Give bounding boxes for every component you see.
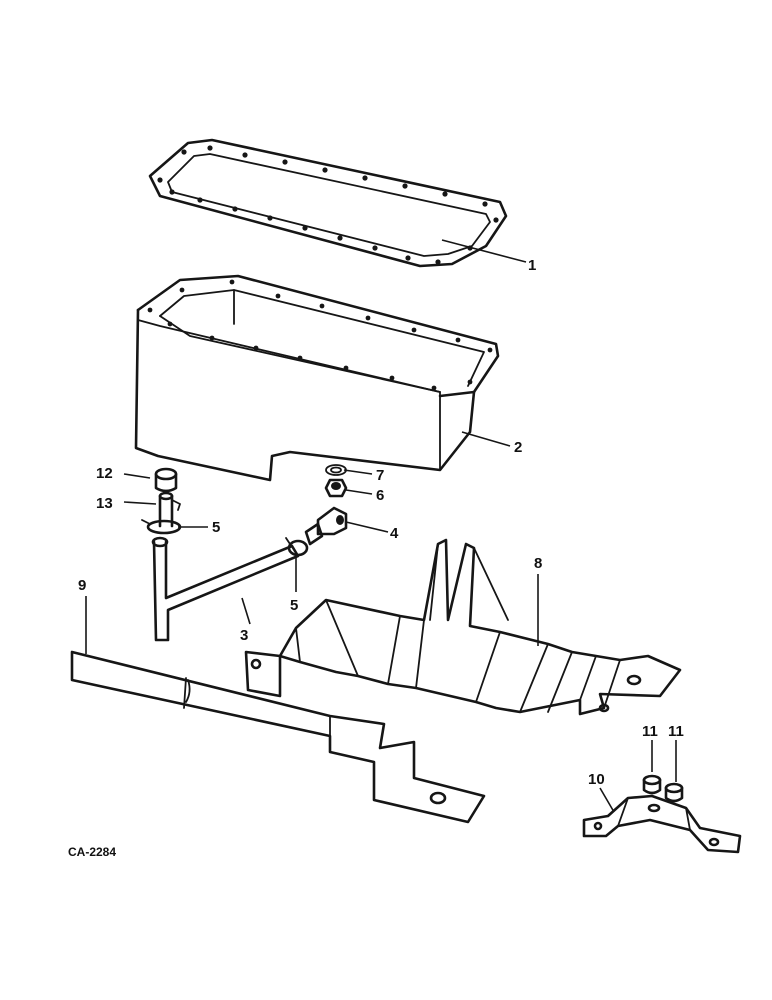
drain-plug-gasket: [325, 464, 347, 476]
callout-11-left: 11: [642, 723, 658, 740]
figure-code: CA-2284: [68, 845, 116, 859]
callout-8: 8: [534, 555, 542, 572]
oil-pan-gasket: [148, 138, 508, 268]
drain-plug: [324, 478, 348, 498]
callout-1: 1: [528, 257, 536, 274]
callout-9: 9: [78, 577, 86, 594]
leader-lines: [85, 239, 677, 813]
callout-7: 7: [376, 467, 384, 484]
support-bracket: [244, 538, 682, 716]
elbow-fitting: [304, 506, 348, 546]
bushing-right: [664, 782, 684, 803]
callout-4: 4: [390, 525, 399, 542]
callout-5-left: 5: [212, 519, 220, 536]
callout-5-right: 5: [290, 597, 298, 614]
callout-10: 10: [588, 771, 605, 788]
callout-2: 2: [514, 439, 522, 456]
callout-12: 12: [96, 465, 113, 482]
front-bracket: [70, 650, 486, 824]
rear-bracket: [582, 794, 742, 854]
callout-labels: 1 2 3 4 5 5 6 7 8 9 10 11 11 12 13: [78, 257, 684, 788]
callout-11-right: 11: [668, 723, 684, 740]
callout-6: 6: [376, 487, 384, 504]
breather-hose: [151, 536, 300, 642]
callout-13: 13: [96, 495, 113, 512]
oil-pan: [134, 274, 500, 482]
bushing-left: [642, 774, 662, 795]
callout-3: 3: [240, 627, 248, 644]
breather-cap: [154, 467, 178, 493]
